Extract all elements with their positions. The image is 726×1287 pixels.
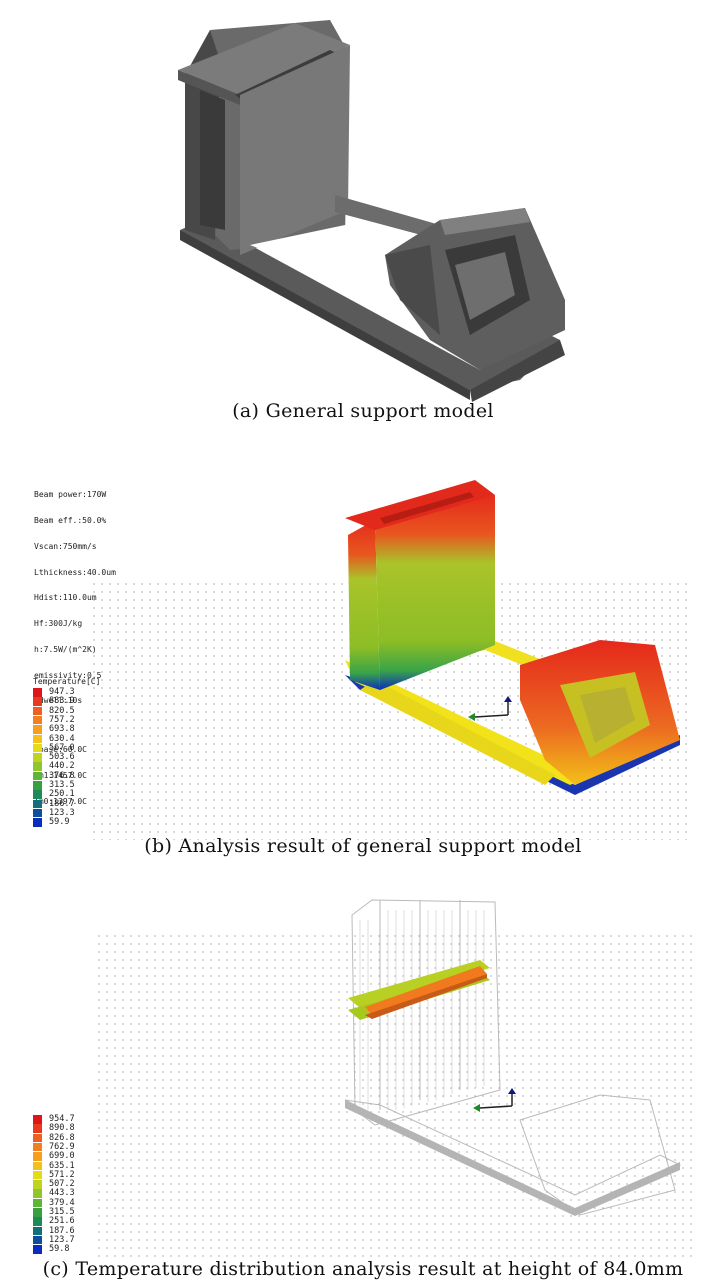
legend-b-title: Temperature[C]	[33, 677, 101, 686]
param-line: Beam power:170W	[34, 490, 107, 500]
legend-swatch	[33, 725, 42, 734]
caption-c: (c) Temperature distribution analysis re…	[42, 1258, 684, 1280]
legend-swatch	[33, 799, 42, 809]
legend-swatch	[33, 1152, 42, 1161]
param-line: Lthickness:40.0um	[34, 567, 116, 577]
legend-value: 59.9	[49, 817, 70, 828]
sliced-model-render	[344, 899, 682, 1216]
legend-value: 123.7	[49, 1234, 75, 1245]
param-line: Tm1:1457.0C	[34, 771, 87, 781]
legend-swatch	[33, 1115, 42, 1124]
param-line: Tdwell:10s	[34, 696, 83, 706]
legend-value: 443.3	[49, 1188, 75, 1199]
legend-value: 313.5	[49, 780, 75, 790]
param-line: emissivity:0.5	[34, 670, 102, 680]
legend-value: 571.2	[49, 1169, 75, 1180]
legend-value: 379.4	[49, 1197, 75, 1208]
legend-value: 757.2	[49, 714, 75, 725]
legend-value: 826.8	[49, 1132, 75, 1143]
param-line: Hdist:110.0um	[34, 593, 97, 603]
param-line: h:7.5W/(m^2K)	[34, 644, 97, 654]
legend-value: 954.7	[49, 1114, 75, 1124]
support-model-render	[178, 20, 565, 402]
legend-swatch	[33, 753, 42, 762]
legend-swatch	[33, 1226, 42, 1236]
legend-swatch	[33, 734, 42, 743]
legend-swatch	[33, 1142, 42, 1152]
legend-swatch	[33, 1235, 42, 1245]
legend-swatch	[33, 697, 42, 706]
panel-a-general-support-model: (a) General support model	[0, 0, 726, 440]
legend-swatch	[33, 715, 42, 725]
legend-value: 251.6	[49, 1216, 75, 1227]
legend-value: 947.3	[49, 687, 75, 697]
param-line: Hf:300J/kg	[34, 619, 83, 629]
legend-swatch	[33, 1217, 42, 1226]
legend-value: 820.5	[49, 705, 75, 716]
legend-swatch	[33, 1189, 42, 1198]
legend-value: 503.6	[49, 752, 75, 763]
legend-swatch	[33, 781, 42, 790]
legend-value: 890.8	[49, 1123, 75, 1134]
param-line: Vscan:750mm/s	[34, 541, 97, 551]
legend-value: 699.0	[49, 1151, 75, 1162]
legend-value: 693.8	[49, 724, 75, 735]
legend-value: 567.0	[49, 742, 75, 753]
legend-value: 883.9	[49, 696, 75, 707]
panel-b-analysis-result: Beam power:170W Beam eff.:50.0% Vscan:75…	[0, 440, 726, 870]
legend-value: 440.2	[49, 761, 75, 772]
legend-swatch	[33, 1161, 42, 1170]
legend-value: 250.1	[49, 789, 75, 800]
legend-value: 315.5	[49, 1207, 75, 1217]
legend-swatch	[33, 771, 42, 781]
thermal-model-render	[345, 480, 680, 795]
legend-value: 187.6	[49, 1225, 75, 1236]
caption-b: (b) Analysis result of general support m…	[144, 835, 582, 857]
legend-swatch	[33, 1180, 42, 1189]
legend-swatch	[33, 706, 42, 716]
legend-swatch	[33, 743, 42, 753]
legend-swatch	[33, 790, 42, 799]
legend-swatch	[33, 1170, 42, 1180]
legend-swatch	[33, 1245, 42, 1254]
legend-swatch	[33, 1133, 42, 1143]
legend-swatch	[33, 818, 42, 827]
legend-swatch	[33, 808, 42, 818]
legend-swatch	[33, 1198, 42, 1208]
caption-a: (a) General support model	[232, 400, 494, 422]
param-line: Beam eff.:50.0%	[34, 515, 107, 525]
analysis-parameters: Beam power:170W Beam eff.:50.0% Vscan:75…	[34, 474, 116, 824]
legend-swatch	[33, 1208, 42, 1217]
legend-value: 630.4	[49, 733, 75, 744]
param-line: Tm0:1397.0C	[34, 796, 87, 806]
legend-value: 507.2	[49, 1179, 75, 1190]
legend-value: 635.1	[49, 1160, 75, 1171]
legend-value: 762.9	[49, 1141, 75, 1152]
legend-value: 59.8	[49, 1244, 70, 1255]
legend-swatch	[33, 762, 42, 771]
legend-swatch	[33, 1124, 42, 1133]
legend-value: 123.3	[49, 807, 75, 818]
legend-value: 376.8	[49, 770, 75, 781]
param-line: Tbase:60.0C	[34, 745, 87, 755]
legend-swatch	[33, 688, 42, 697]
legend-value: 186.7	[49, 798, 75, 809]
